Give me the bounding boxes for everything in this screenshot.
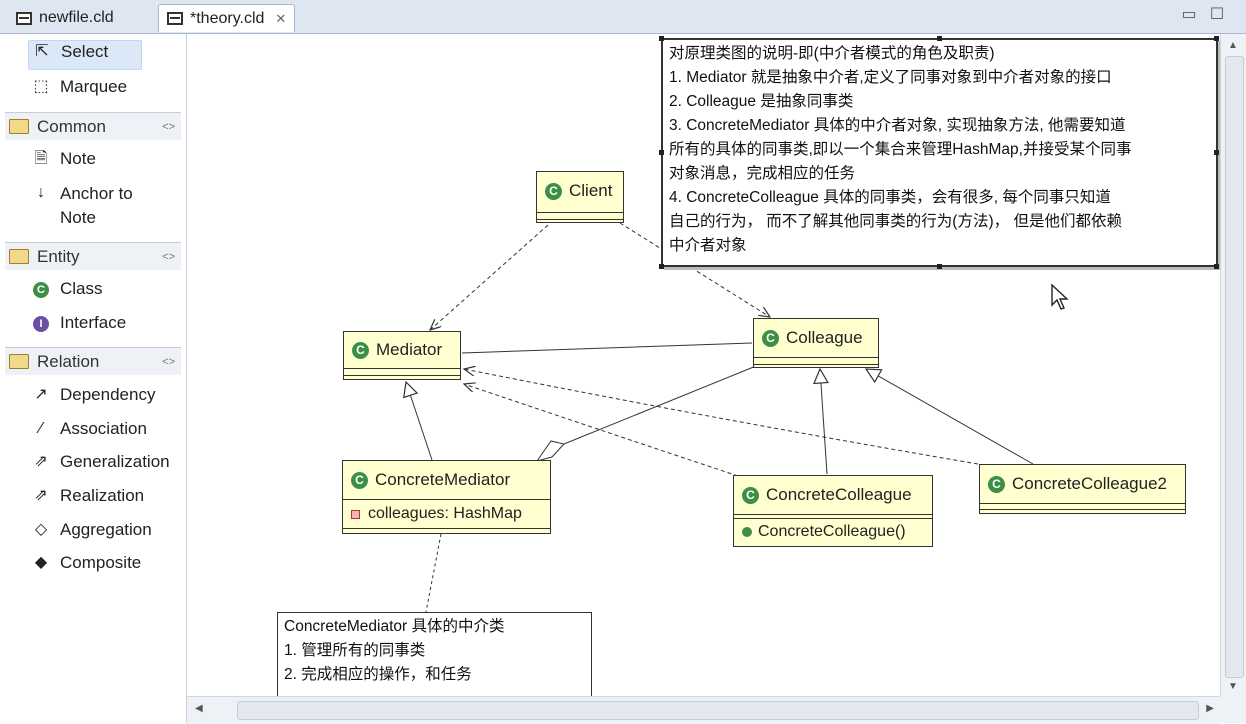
note-concrete-mediator[interactable]: ConcreteMediator 具体的中介类 1. 管理所有的同事类 2. 完… <box>277 612 592 696</box>
palette-association-tool[interactable]: ⁄ Association <box>30 418 147 446</box>
scroll-left-icon[interactable]: ◀ <box>195 703 203 714</box>
minimize-icon[interactable]: ▭ <box>1181 6 1197 23</box>
class-icon: C <box>988 475 1005 493</box>
note-line: 4. ConcreteColleague 具体的同事类，会有很多, 每个同事只知… <box>669 189 1111 206</box>
marquee-icon: ⬚ <box>33 78 49 95</box>
palette-generalization-tool[interactable]: ⇗ Generalization <box>30 451 169 479</box>
note-line: 对原理类图的说明-即(中介者模式的角色及职责) <box>669 45 995 62</box>
note-line: 自己的行为， 而不了解其他同事类的行为(方法)， 但是他们都依赖 <box>669 213 1122 230</box>
palette-aggregation-tool[interactable]: ◇ Aggregation <box>30 519 152 547</box>
class-icon: C <box>352 341 369 359</box>
palette-class-tool[interactable]: C Class <box>30 278 103 306</box>
drawer-entity[interactable]: Entity <> <box>5 242 181 270</box>
note-line: 对象消息，完成相应的任务 <box>669 165 856 182</box>
class-icon: C <box>762 329 779 347</box>
folder-icon <box>9 119 29 134</box>
tab-theory[interactable]: *theory.cld ✕ <box>158 4 296 32</box>
private-field-icon <box>351 509 360 519</box>
scroll-right-icon[interactable]: ▶ <box>1206 703 1214 714</box>
class-icon: C <box>742 486 759 504</box>
palette-marquee-tool[interactable]: ⬚ Marquee <box>30 76 127 104</box>
palette-interface-tool[interactable]: I Interface <box>30 312 126 340</box>
drawer-relation[interactable]: Relation <> <box>5 347 181 375</box>
class-icon: C <box>351 471 368 489</box>
note-line: 所有的具体的同事类,即以一个集合来管理HashMap,并接受某个同事 <box>669 141 1132 158</box>
scroll-up-icon[interactable]: ▲ <box>1228 40 1238 51</box>
note-line: 中介者对象 <box>669 237 747 254</box>
realization-icon: ⇗ <box>34 487 48 504</box>
horizontal-scroll-thumb[interactable] <box>237 701 1199 720</box>
class-icon: C <box>545 182 562 200</box>
note-icon: 🗎 <box>34 150 48 167</box>
class-diagram-file-icon <box>167 12 183 25</box>
collapse-icon[interactable]: <> <box>162 250 175 263</box>
selection-handle[interactable] <box>1214 36 1219 41</box>
maximize-icon[interactable]: ☐ <box>1209 6 1225 23</box>
folder-icon <box>9 249 29 264</box>
tool-palette: ⇱ Select ⬚ Marquee Common <> 🗎 Note ↓ An… <box>0 34 187 723</box>
palette-dependency-tool[interactable]: ↗ Dependency <box>30 384 155 412</box>
drawer-common[interactable]: Common <> <box>5 112 181 140</box>
vertical-scrollbar[interactable]: ▲ ▼ <box>1220 34 1246 696</box>
selection-handle[interactable] <box>1214 150 1219 155</box>
note-line: 2. Colleague 是抽象同事类 <box>669 93 854 110</box>
note-line: 1. 管理所有的同事类 <box>284 642 426 659</box>
composite-icon: ◆ <box>34 554 48 571</box>
vertical-scroll-thumb[interactable] <box>1225 56 1244 678</box>
folder-icon <box>9 354 29 369</box>
selection-handle[interactable] <box>1214 264 1219 269</box>
generalization-icon: ⇗ <box>34 453 48 470</box>
tab-newfile[interactable]: newfile.cld <box>8 4 122 32</box>
scrollbar-corner <box>1220 696 1246 723</box>
selection-handle[interactable] <box>937 264 942 269</box>
palette-composite-tool[interactable]: ◆ Composite <box>30 552 141 580</box>
note-line: 2. 完成相应的操作，和任务 <box>284 666 472 683</box>
aggregation-icon: ◇ <box>34 521 48 538</box>
constructor-icon <box>742 527 752 537</box>
note-line: ConcreteMediator 具体的中介类 <box>284 618 505 635</box>
selection-handle[interactable] <box>659 36 664 41</box>
selection-handle[interactable] <box>659 264 664 269</box>
tab-label: newfile.cld <box>39 9 114 26</box>
mouse-cursor-icon <box>1051 283 1069 310</box>
class-icon: C <box>33 282 49 298</box>
dependency-icon: ↗ <box>34 386 48 403</box>
scroll-down-icon[interactable]: ▼ <box>1228 681 1238 692</box>
editor-tab-bar: newfile.cld *theory.cld ✕ ▭ ☐ <box>0 0 1246 34</box>
selection-handle[interactable] <box>937 36 942 41</box>
palette-note-tool[interactable]: 🗎 Note <box>30 148 96 176</box>
note-line: 1. Mediator 就是抽象中介者,定义了同事对象到中介者对象的接口 <box>669 69 1112 86</box>
arrow-pointer-icon: ⇱ <box>35 43 49 60</box>
palette-anchor-tool[interactable]: ↓ Anchor to Note <box>30 182 150 232</box>
selection-handle[interactable] <box>659 150 664 155</box>
interface-icon: I <box>33 316 49 332</box>
palette-select-tool[interactable]: ⇱ Select <box>28 40 142 70</box>
anchor-arrow-icon: ↓ <box>37 184 45 201</box>
note-principle[interactable]: 对原理类图的说明-即(中介者模式的角色及职责) 1. Mediator 就是抽象… <box>661 38 1218 267</box>
class-diagram-file-icon <box>16 11 32 25</box>
tab-label: *theory.cld <box>190 9 265 27</box>
note-line: 3. ConcreteMediator 具体的中介者对象, 实现抽象方法, 他需… <box>669 117 1126 134</box>
association-icon: ⁄ <box>39 420 43 437</box>
collapse-icon[interactable]: <> <box>162 355 175 368</box>
palette-realization-tool[interactable]: ⇗ Realization <box>30 485 144 513</box>
horizontal-scrollbar[interactable]: ◀ ▶ <box>187 696 1220 724</box>
collapse-icon[interactable]: <> <box>162 120 175 133</box>
close-tab-icon[interactable]: ✕ <box>275 10 287 26</box>
